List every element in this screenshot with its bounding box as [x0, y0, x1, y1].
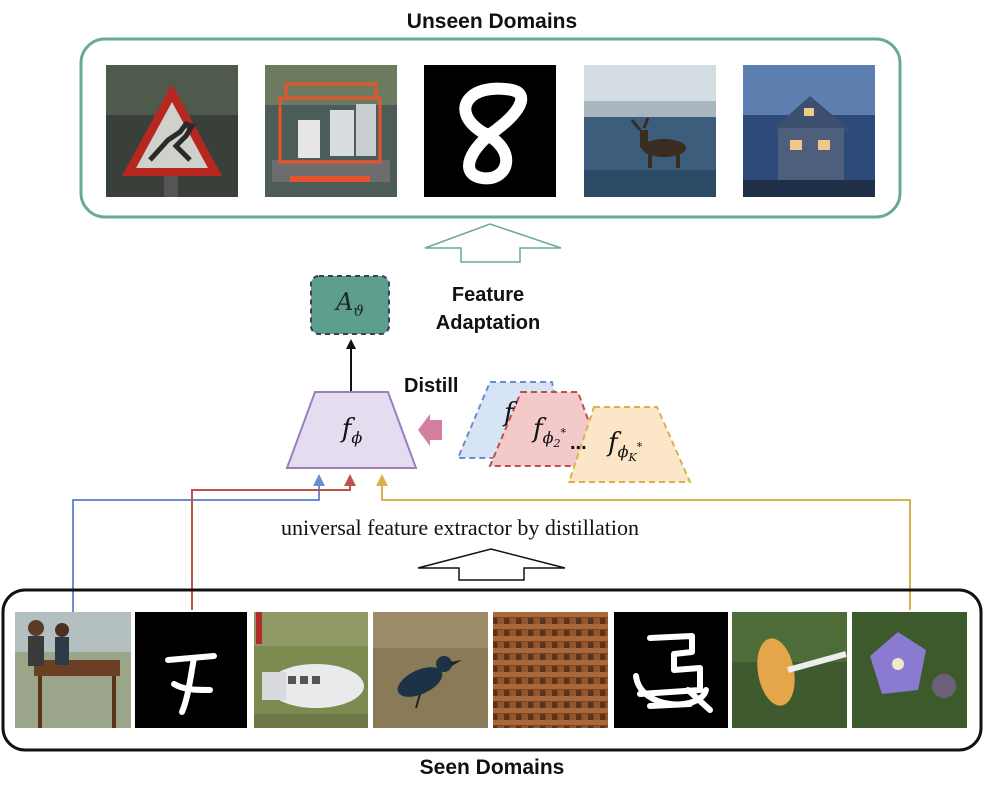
adapter-symbol-main: A: [335, 288, 354, 316]
unseen-domains-title: Unseen Domains: [406, 10, 578, 33]
adapter-box: [310, 275, 390, 335]
teacher-k-sup: *: [636, 440, 643, 454]
feature-adaptation-label: Feature Adaptation: [408, 281, 568, 337]
seen-image-people-marimba: [15, 612, 131, 728]
teacher-k-main: f: [608, 428, 618, 458]
seen-image-woven-texture: [493, 612, 608, 728]
seen-image-bird: [373, 612, 488, 728]
extractor-symbol-sub: ϕ: [351, 428, 363, 448]
feed-line-red: [191, 474, 356, 610]
distill-label: Distill: [404, 375, 459, 397]
feature-adaptation-line1: Feature: [451, 284, 525, 306]
teacher-2-subsub: 2: [553, 437, 561, 451]
unseen-image-elk: [584, 65, 716, 197]
teacher-2-main: f: [533, 414, 543, 444]
feature-adaptation-line2: Adaptation: [435, 312, 541, 334]
teacher-2-symbol: fϕ2*: [533, 414, 566, 450]
teacher-k-subsub: K: [628, 451, 637, 465]
distill-arrow: [418, 414, 442, 446]
feature-extractor: [285, 391, 418, 469]
seen-image-purple-flower: [852, 612, 967, 728]
adapter-symbol-sub: ϑ: [353, 301, 365, 320]
seen-image-mushroom: [732, 612, 847, 728]
teacher-k-sub-wrap: ϕK*: [617, 440, 643, 465]
teacher-k: [567, 406, 692, 483]
seen-domains-box: [1, 588, 983, 752]
unseen-domains-box: [79, 37, 902, 219]
teacher-k-symbol: fϕK*: [608, 428, 642, 464]
teacher-1-symbol: f: [504, 398, 514, 428]
extractor-symbol: fϕ: [300, 414, 404, 447]
up-arrow-to-unseen: [424, 223, 562, 263]
adapter-symbol: Aϑ: [311, 288, 389, 320]
seen-image-helicopter: [254, 612, 368, 728]
unseen-image-digit-8: [424, 65, 556, 197]
universal-extractor-caption: universal feature extractor by distillat…: [281, 515, 639, 540]
teacher-2-sub: ϕ: [542, 428, 554, 448]
feed-line-yellow: [376, 474, 911, 610]
unseen-image-house: [743, 65, 875, 197]
teacher-k-sub: ϕ: [617, 442, 629, 462]
seen-image-handwritten-character: [135, 612, 247, 728]
extractor-symbol-main: f: [341, 414, 352, 444]
teacher-ellipsis: ...: [570, 432, 587, 454]
feed-line-blue: [72, 474, 325, 614]
seen-domains-title: Seen Domains: [419, 756, 565, 779]
teacher-2-sup: *: [560, 426, 567, 440]
unseen-image-ferry: [265, 65, 397, 197]
teacher-2-sub-wrap: ϕ2*: [542, 426, 567, 451]
seen-image-sketch-character: [614, 612, 728, 728]
up-arrow-from-seen: [417, 548, 566, 581]
unseen-image-traffic-sign: [106, 65, 238, 197]
